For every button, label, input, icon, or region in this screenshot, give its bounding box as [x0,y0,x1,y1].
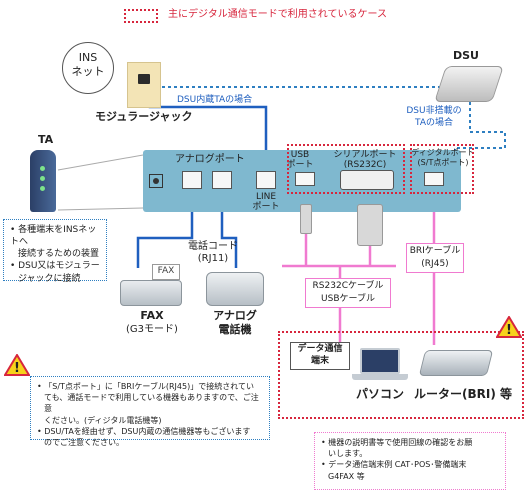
router-label: ルーター(BRI) 等 [414,387,512,401]
usb-plug [300,204,312,234]
warning-left-4: • DSU/TAを経由せず、DSU内蔵の通信機器等もございます [37,426,251,436]
svg-text:!: ! [506,323,512,338]
router-icon [418,350,494,376]
ins-net-cloud [62,42,114,94]
warning-left-1: • 「S/T点ポート」に「BRIケーブル(RJ45)」で接続されてい [37,382,254,391]
usb-serial-highlight [287,144,405,194]
warning-icon-right: ! [496,316,522,338]
no-dsu-label-2: TAの場合 [415,118,453,128]
rs232c-label-1: RS232Cケーブル [312,281,384,291]
digital-devices-highlight [278,331,524,419]
no-dsu-label-1: DSU非搭載の [406,106,462,116]
laptop-screen-icon [360,348,400,374]
usb-port-label-1: USB [290,150,310,160]
serial-port-label-2: (RS232C) [343,160,387,170]
warning-right-3: • データ通信端末例 CAT･POS･警備端末 [321,460,467,470]
bri-label-1: BRIケーブル [409,246,461,256]
phone-cord-label-2: (RJ11) [197,253,229,264]
pc-label: パソコン [355,387,404,401]
fax-tag-box [152,264,180,280]
dsu-label: DSU [453,49,479,62]
serial-port-label-1: シリアルポート [333,150,397,160]
warning-right-1: • 機器の説明書等で使用回線の確認をお願 [321,438,473,447]
line-port [256,171,276,189]
power-port [149,174,163,188]
serial-port [340,170,394,190]
modular-jack-label: モジュラージャック [95,110,193,123]
ins-net-line1: INS [78,51,98,64]
serial-plug [357,204,383,246]
warning-left-3: ください。(ディジタル電話機等) [44,415,162,425]
usb-port-label-2: ポート [286,160,314,170]
ta-label: TA [38,133,54,146]
ta-note-1: • 各種端末をINSネットへ [10,225,97,248]
digital-port-label-2: (S/T点ポート) [417,158,469,167]
warning-left-2: ても、通話モードで利用している機器もありますので、ご注意 [44,393,259,414]
warning-right-2: いします。 [328,449,368,459]
analog-port-2 [212,171,232,189]
modular-jack [127,62,161,108]
ta-notes-box: • 各種端末をINSネットへ 接続するための装置 • DSU又はモジュラー ジャ… [3,219,107,284]
digital-port-label-1: ディジタルポート [411,148,475,157]
digital-port [424,172,444,186]
laptop-base-icon [352,374,408,380]
rs232c-label-2: USBケーブル [321,294,375,304]
ta-callout-lines [57,154,144,211]
analog-to-fax-cable [136,188,194,268]
fax-label-2: (G3モード) [126,324,178,335]
warning-right-4: G4FAX 等 [328,471,365,481]
ta-note-3: • DSU又はモジュラー [10,261,100,272]
analog-port-label: アナログポート [175,154,245,165]
legend-swatch [124,9,158,23]
phone-label-1: アナログ [213,309,257,322]
dsu-device [434,66,504,102]
ta-note-4: ジャックに接続 [18,273,81,284]
jack-socket-icon [138,74,150,84]
legend-text: 主にデジタル通信モードで利用されているケース [168,9,387,20]
fax-tag: FAX [157,266,175,276]
warning-icon-left: ! [4,354,30,376]
warning-right-box: • 機器の説明書等で使用回線の確認をお願 いします。 • データ通信端末例 CA… [314,432,506,490]
terminal-label-1: データ通信 [297,344,343,354]
ins-net-line2: ネット [71,65,105,78]
analog-to-phone-cable [220,188,238,268]
ta-device [30,150,56,212]
fax-machine-icon [120,280,182,306]
phone-label-2: 電話機 [218,323,252,336]
phone-cord-label-1: 電話コード [188,241,238,252]
rs232c-label-box [305,278,391,308]
dsu-to-digital-port-line [454,102,506,170]
analog-port-1 [182,171,202,189]
ta-note-2: 接続するための装置 [18,249,100,260]
line-port-label-2: ポート [252,202,280,212]
analog-phone-icon [206,272,264,306]
digital-port-highlight [410,144,474,194]
builtin-ta-label: DSU内蔵TAの場合 [177,95,253,105]
bri-label-box [406,243,464,273]
bri-label-2: (RJ45) [421,259,449,269]
usb-port [295,172,315,186]
warning-left-box: • 「S/T点ポート」に「BRIケーブル(RJ45)」で接続されてい ても、通話… [30,376,270,447]
warning-left-5: のでご注意ください。 [44,437,124,447]
svg-text:!: ! [14,361,20,376]
line-port-label-1: LINE [255,192,277,202]
data-terminal-box [290,342,350,370]
terminal-label-2: 端末 [310,356,329,366]
fax-label-1: FAX [140,309,164,322]
